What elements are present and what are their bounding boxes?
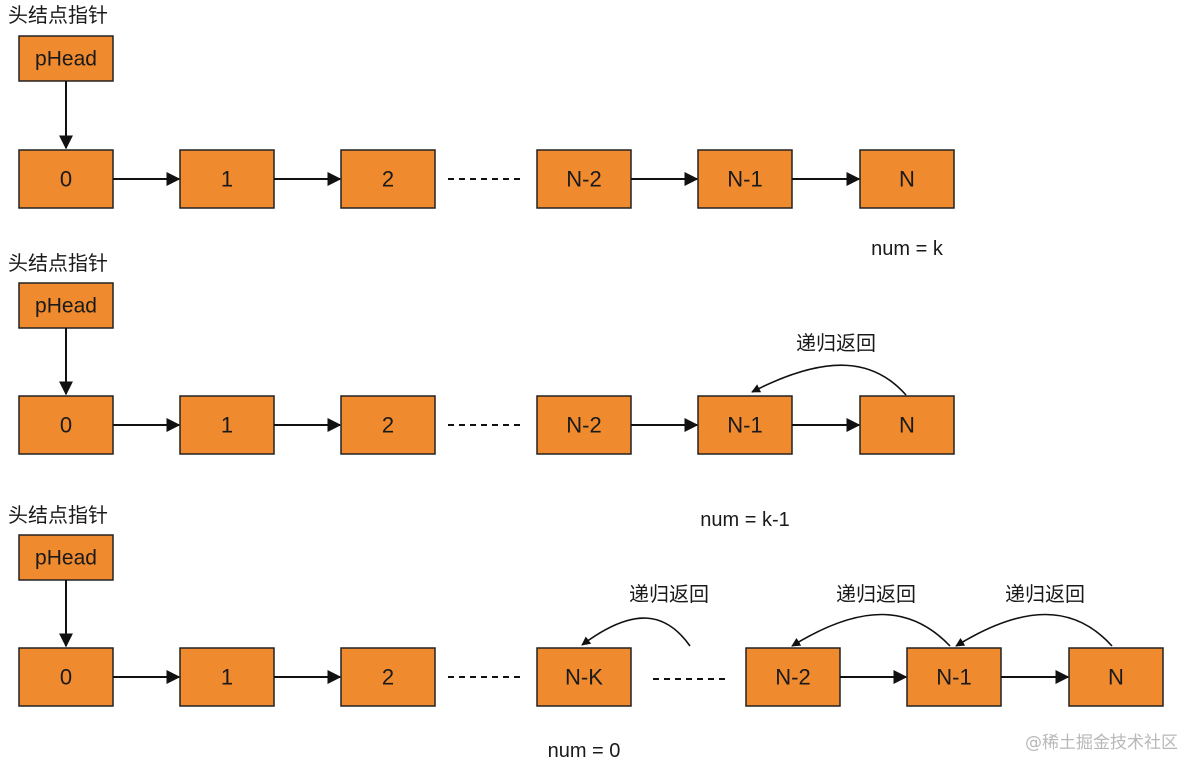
node-label: N — [899, 413, 915, 438]
node-box — [697, 395, 793, 455]
head-pointer-label: 头结点指针 — [8, 503, 108, 527]
node-label: 2 — [382, 413, 394, 438]
recursion-return-arrow — [955, 613, 1113, 647]
node-box — [18, 647, 114, 707]
node-box — [179, 395, 275, 455]
node-label: N-2 — [566, 167, 601, 192]
row-2: 头结点指针 pHead 0 1 2 N-2 N-1 N 递归返回 num = k… — [8, 251, 955, 531]
node-box — [340, 395, 436, 455]
node-label: 1 — [221, 665, 233, 690]
node-box — [906, 647, 1002, 707]
node-box — [1068, 647, 1164, 707]
phead-box — [18, 534, 114, 581]
node-label: N — [899, 167, 915, 192]
watermark: @稀土掘金技术社区 — [1025, 733, 1178, 753]
recursion-return-label: 递归返回 — [1005, 582, 1085, 606]
recursion-return-arrow — [791, 613, 951, 647]
recursion-return-label: 递归返回 — [836, 582, 916, 606]
node-box — [340, 149, 436, 209]
node-label: 1 — [221, 413, 233, 438]
node-label: 1 — [221, 167, 233, 192]
node-box — [18, 149, 114, 209]
node-label: 0 — [60, 167, 72, 192]
node-box — [536, 647, 632, 707]
node-label: N-1 — [936, 665, 971, 690]
node-label: 0 — [60, 413, 72, 438]
node-box — [859, 395, 955, 455]
num-label: num = k — [871, 238, 944, 260]
phead-text: pHead — [35, 547, 97, 570]
recursion-return-label: 递归返回 — [629, 582, 709, 606]
recursion-return-arrow — [581, 617, 691, 647]
recursion-return-arrow — [751, 364, 907, 396]
phead-text: pHead — [35, 295, 97, 318]
node-label: N — [1108, 665, 1124, 690]
head-pointer-label: 头结点指针 — [8, 3, 108, 27]
node-label: N-1 — [727, 413, 762, 438]
phead-box — [18, 35, 114, 82]
node-box — [179, 149, 275, 209]
head-pointer-label: 头结点指针 — [8, 251, 108, 275]
num-label: num = 0 — [548, 740, 621, 762]
recursion-return-label: 递归返回 — [796, 331, 876, 355]
node-box — [340, 647, 436, 707]
node-box — [536, 395, 632, 455]
node-box — [697, 149, 793, 209]
node-label: 0 — [60, 665, 72, 690]
node-label: 2 — [382, 665, 394, 690]
node-label: N-2 — [775, 665, 810, 690]
row-1: 头结点指针 pHead 0 1 2 N-2 N-1 N num = k — [8, 3, 955, 260]
node-label: 2 — [382, 167, 394, 192]
node-label: N-K — [565, 665, 603, 690]
phead-text: pHead — [35, 48, 97, 71]
num-label: num = k-1 — [700, 509, 789, 531]
node-label: N-2 — [566, 413, 601, 438]
node-label: N-1 — [727, 167, 762, 192]
node-box — [179, 647, 275, 707]
row-3: 头结点指针 pHead 0 1 2 N-K N-2 N-1 N 递归返回 递归返… — [8, 503, 1164, 762]
phead-box — [18, 282, 114, 329]
